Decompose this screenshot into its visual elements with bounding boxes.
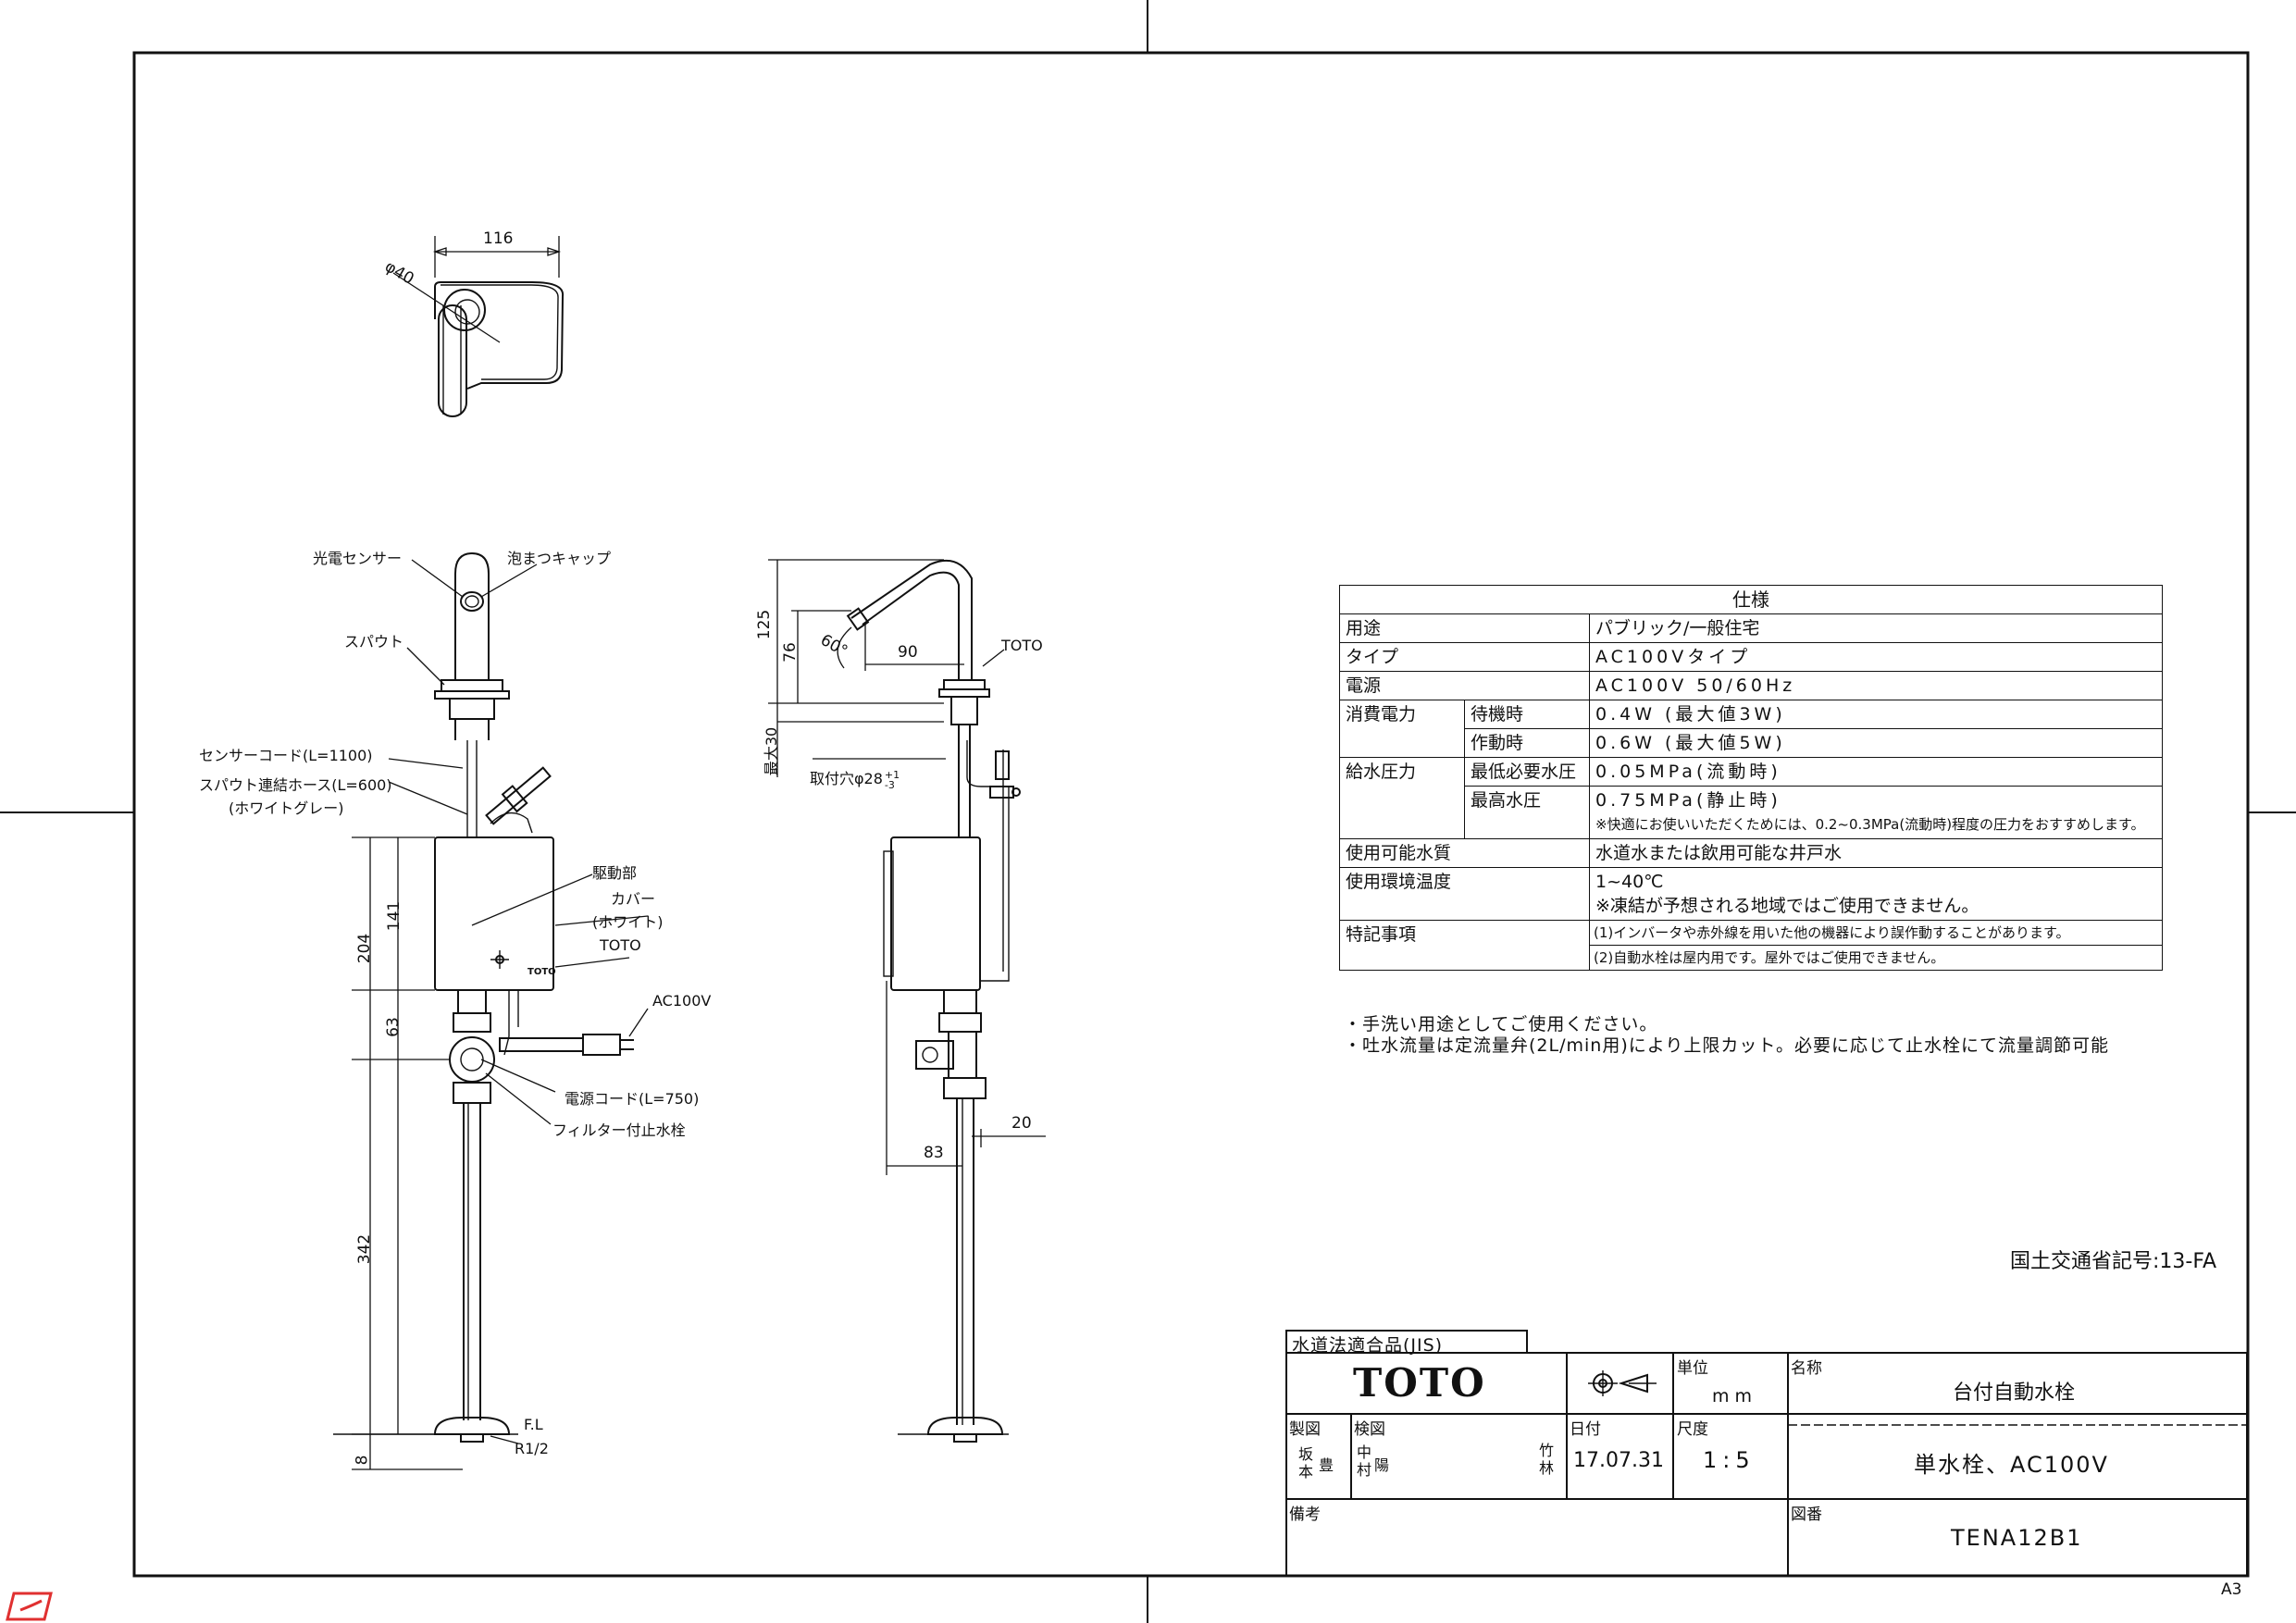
checked-value-b: 陽 (1374, 1456, 1390, 1474)
side-view (768, 559, 1046, 1443)
spec-pressure-note: ※快適にお使いいただくためには、0.2~0.3MPa(流動時)程度の圧力をおすす… (1595, 816, 2145, 833)
spec-temp-label: 使用環境温度 (1339, 867, 1590, 921)
spec-temp-note: ※凍結が予想される地域ではご使用できません。 (1595, 896, 1980, 916)
callout-drive-unit: 駆動部 (592, 864, 638, 882)
sheet-size: A3 (2221, 1580, 2242, 1599)
callout-fl: F.L (524, 1416, 543, 1433)
note-1: ・手洗い用途としてご使用ください。 (1344, 1014, 1658, 1035)
mlit-code: 国土交通省記号:13-FA (2010, 1250, 2217, 1273)
callout-sensor-cord: センサーコード(L=1100) (199, 747, 373, 764)
spec-pressure-label: 給水圧力 (1339, 757, 1465, 839)
spec-standby-value: 0.4W (最大値3W) (1589, 700, 2163, 729)
spec-table: 仕様 用途 パブリック/一般住宅 タイプ AC100Vタイプ 電源 AC100V… (1339, 585, 2163, 971)
spec-use-label: 用途 (1339, 613, 1590, 643)
spec-min-pressure-label: 最低必要水圧 (1464, 757, 1590, 787)
scale-label: 尺度 (1677, 1420, 1708, 1439)
drawn-label: 製図 (1289, 1420, 1321, 1439)
dim-63: 63 (383, 1017, 403, 1037)
callout-spout-hose: スパウト連結ホース(L=600) (199, 776, 392, 794)
checked-value-a: 中村 (1357, 1443, 1372, 1479)
name-label: 名称 (1791, 1359, 1822, 1378)
front-view (333, 551, 649, 1470)
callout-toto-front: TOTO (600, 936, 641, 954)
dim-76: 76 (780, 642, 800, 663)
drawing-no-label: 図番 (1791, 1505, 1822, 1524)
title-block-grid (1285, 1330, 2248, 1577)
spec-temp-cell: 1~40℃ ※凍結が予想される地域ではご使用できません。 (1589, 867, 2163, 921)
date-value: 17.07.31 (1573, 1449, 1664, 1472)
drawn-value-a: 坂本 (1298, 1445, 1314, 1481)
callout-photo-sensor: 光電センサー (313, 550, 403, 567)
spec-special-cell: (1)インバータや赤外線を用いた他の機器により誤作動することがあります。 (2)… (1589, 920, 2163, 971)
dim-141: 141 (385, 900, 404, 932)
checked-label: 検図 (1354, 1420, 1385, 1439)
callout-spout: スパウト (344, 633, 404, 650)
callout-r12: R1/2 (515, 1440, 549, 1457)
dim-90: 90 (898, 643, 918, 662)
dim-83: 83 (924, 1144, 944, 1162)
spec-min-pressure-value: 0.05MPa(流動時) (1589, 757, 2163, 787)
callout-cover: カバー (611, 890, 656, 908)
spec-water-quality-value: 水道水または飲用可能な井戸水 (1589, 838, 2163, 868)
top-view (392, 236, 565, 417)
dim-top-width: 116 (483, 229, 514, 248)
brand-logo: TOTO (1353, 1360, 1486, 1406)
spec-max-pressure-cell: 0.75MPa(静止時) ※快適にお使いいただくためには、0.2~0.3MPa(… (1589, 786, 2163, 839)
scale-value: 1:5 (1703, 1447, 1756, 1473)
drawing-no-value: TENA12B1 (1951, 1525, 2083, 1551)
dim-125: 125 (755, 609, 775, 640)
approved-value: 竹林 (1539, 1442, 1555, 1477)
drawn-value-b: 豊 (1319, 1456, 1334, 1474)
spec-special-label: 特記事項 (1339, 920, 1590, 971)
spec-operating-label: 作動時 (1464, 728, 1590, 758)
spec-title: 仕様 (1339, 585, 2163, 614)
dim-342: 342 (355, 1233, 375, 1265)
spec-temp-value: 1~40℃ (1595, 872, 1664, 892)
spec-special-2: (2)自動水栓は屋内用です。屋外ではご使用できません。 (1594, 949, 1945, 966)
spec-water-quality-label: 使用可能水質 (1339, 838, 1590, 868)
callout-cover-color: (ホワイト) (592, 913, 664, 931)
spec-power-value: AC100V 50/60Hz (1589, 671, 2163, 700)
drawing-frame (132, 51, 2250, 1578)
unit-brand-mark: TOTO (527, 967, 556, 977)
callout-hose-color: (ホワイトグレー) (229, 799, 344, 817)
name-value: 台付自動水栓 (1953, 1381, 2076, 1405)
callout-foam-cap: 泡まつキャップ (507, 550, 612, 567)
spec-operating-value: 0.6W (最大値5W) (1589, 728, 2163, 758)
callout-max30: 最大30 (763, 726, 781, 776)
spec-max-pressure-value: 0.75MPa(静止時) (1595, 790, 1781, 811)
unit-label: 単位 (1677, 1359, 1708, 1378)
spec-max-pressure-label: 最高水圧 (1464, 786, 1590, 839)
unit-value: mm (1712, 1386, 1758, 1406)
sub-name: 単水栓、AC100V (1914, 1452, 2109, 1478)
callout-ac100v: AC100V (652, 992, 712, 1010)
jis-label: 水道法適合品(JIS) (1292, 1335, 1444, 1356)
dim-204: 204 (355, 933, 375, 964)
callout-toto-side: TOTO (1001, 637, 1043, 654)
callout-filter-valve: フィルター付止水栓 (552, 1121, 686, 1139)
spec-standby-label: 待機時 (1464, 700, 1590, 729)
callout-power-cord: 電源コード(L=750) (565, 1090, 700, 1108)
spec-type-value: AC100Vタイプ (1589, 642, 2163, 672)
corner-logo-icon (6, 1592, 53, 1621)
spec-use-value: パブリック/一般住宅 (1589, 613, 2163, 643)
note-2: ・吐水流量は定流量弁(2L/min用)により上限カット。必要に応じて止水栓にて流… (1344, 1035, 2109, 1056)
remarks-label: 備考 (1289, 1505, 1321, 1524)
callout-mount-hole: 取付穴φ28+1-3 (810, 768, 900, 791)
dim-8: 8 (353, 1455, 372, 1466)
spec-consumption-label: 消費電力 (1339, 700, 1465, 758)
spec-power-label: 電源 (1339, 671, 1590, 700)
dim-20: 20 (1011, 1114, 1032, 1133)
date-label: 日付 (1570, 1420, 1601, 1439)
spec-type-label: タイプ (1339, 642, 1590, 672)
spec-special-1: (1)インバータや赤外線を用いた他の機器により誤作動することがあります。 (1590, 921, 2162, 946)
